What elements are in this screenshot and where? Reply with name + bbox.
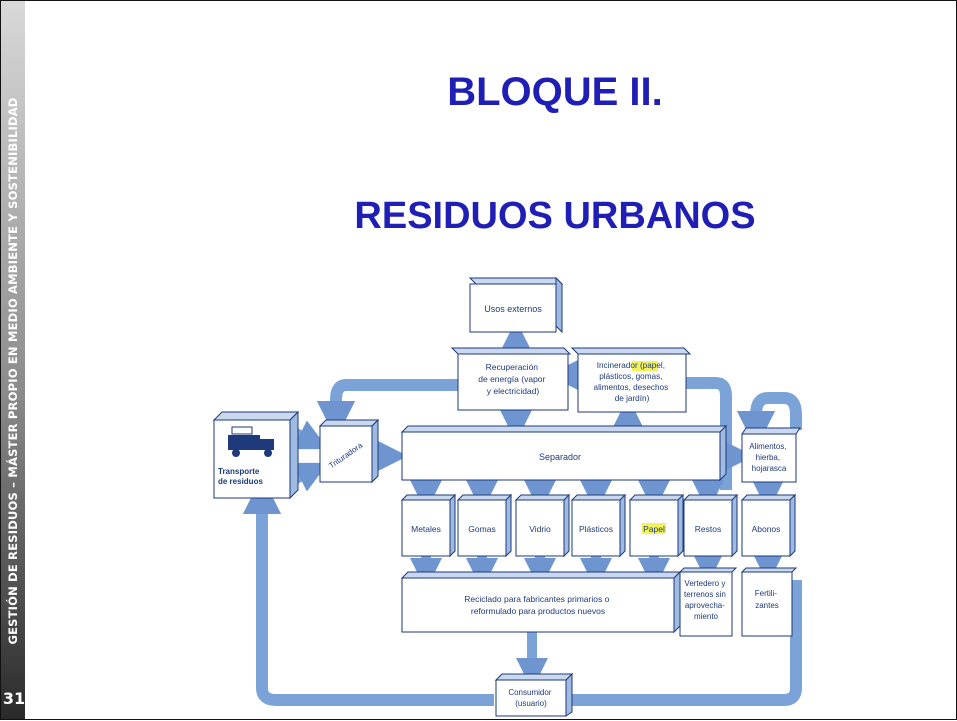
box-trituradora: Trituradora xyxy=(318,418,380,484)
pipe-consumer-to-transporte xyxy=(242,475,494,706)
label-recuperacion: Recuperación de energía (vapor y electri… xyxy=(478,362,547,396)
garbage-truck-icon xyxy=(228,426,274,457)
label-category-0: Metales xyxy=(411,524,441,534)
box-consumidor: Consumidor (usuario) xyxy=(494,672,574,717)
box-category-4: Papel xyxy=(628,493,685,558)
box-reciclado: Reciclado para fabricantes primarios o r… xyxy=(400,570,682,634)
sidebar: GESTIÓN DE RESIDUOS – MÁSTER PROPIO EN M… xyxy=(1,1,25,719)
waste-flow-diagram: Usos externos Recuperación de energía (v… xyxy=(212,276,802,717)
label-fertilizantes: Fertili- zantes xyxy=(755,589,779,610)
box-category-3: Plásticos xyxy=(570,493,627,558)
box-category-5: Restos xyxy=(682,493,739,558)
label-category-5: Restos xyxy=(695,524,721,534)
label-consumidor: Consumidor (usuario) xyxy=(508,688,553,708)
slide-title: BLOQUE II. xyxy=(447,70,663,114)
pipe-incinerador-return xyxy=(686,377,732,490)
label-usos-externos: Usos externos xyxy=(484,304,542,314)
label-reciclado: Reciclado para fabricantes primarios o r… xyxy=(464,594,611,616)
label-incinerador: Incinerador (papel, plásticos, gomas, al… xyxy=(594,361,671,403)
box-vertedero: Vertedero y terrenos sin aprovecha- mien… xyxy=(678,567,738,637)
box-category-6: Abonos xyxy=(740,493,797,558)
box-alimentos: Alimentos, hierba, hojarasca xyxy=(741,427,801,483)
box-separador: Separador xyxy=(400,424,728,482)
box-transporte: Transporte de residuos xyxy=(212,410,300,500)
box-category-1: Gomas xyxy=(456,493,513,558)
pipe-right-to-consumer xyxy=(566,580,802,706)
category-row: Metales Gomas Vidrio Plásticos Papel Restos Ab… xyxy=(400,493,797,558)
label-alimentos: Alimentos, hierba, hojarasca xyxy=(749,442,789,473)
label-category-6: Abonos xyxy=(752,524,781,534)
label-separador: Separador xyxy=(539,452,581,462)
box-incinerador: Incinerador (papel, plásticos, gomas, al… xyxy=(570,347,692,413)
label-category-3: Plásticos xyxy=(579,524,613,534)
label-category-4: Papel xyxy=(643,524,665,534)
label-vertedero: Vertedero y terrenos sin aprovecha- mien… xyxy=(684,579,728,621)
box-category-2: Vidrio xyxy=(514,493,571,558)
page-number: 31 xyxy=(2,689,26,708)
label-transporte: Transporte de residuos xyxy=(218,467,263,486)
box-fertilizantes: Fertili- zantes xyxy=(740,567,798,637)
sidebar-course-title: GESTIÓN DE RESIDUOS – MÁSTER PROPIO EN M… xyxy=(6,97,20,645)
box-recuperacion: Recuperación de energía (vapor y electri… xyxy=(450,347,572,411)
box-category-0: Metales xyxy=(400,493,457,558)
box-usos-externos: Usos externos xyxy=(468,276,564,334)
pipe-loop-alimentos xyxy=(736,392,802,450)
label-category-2: Vidrio xyxy=(529,524,551,534)
slide-subtitle: RESIDUOS URBANOS xyxy=(354,195,756,237)
pipe-recuperacion-to-trituradora xyxy=(316,379,458,440)
label-category-1: Gomas xyxy=(468,524,495,534)
